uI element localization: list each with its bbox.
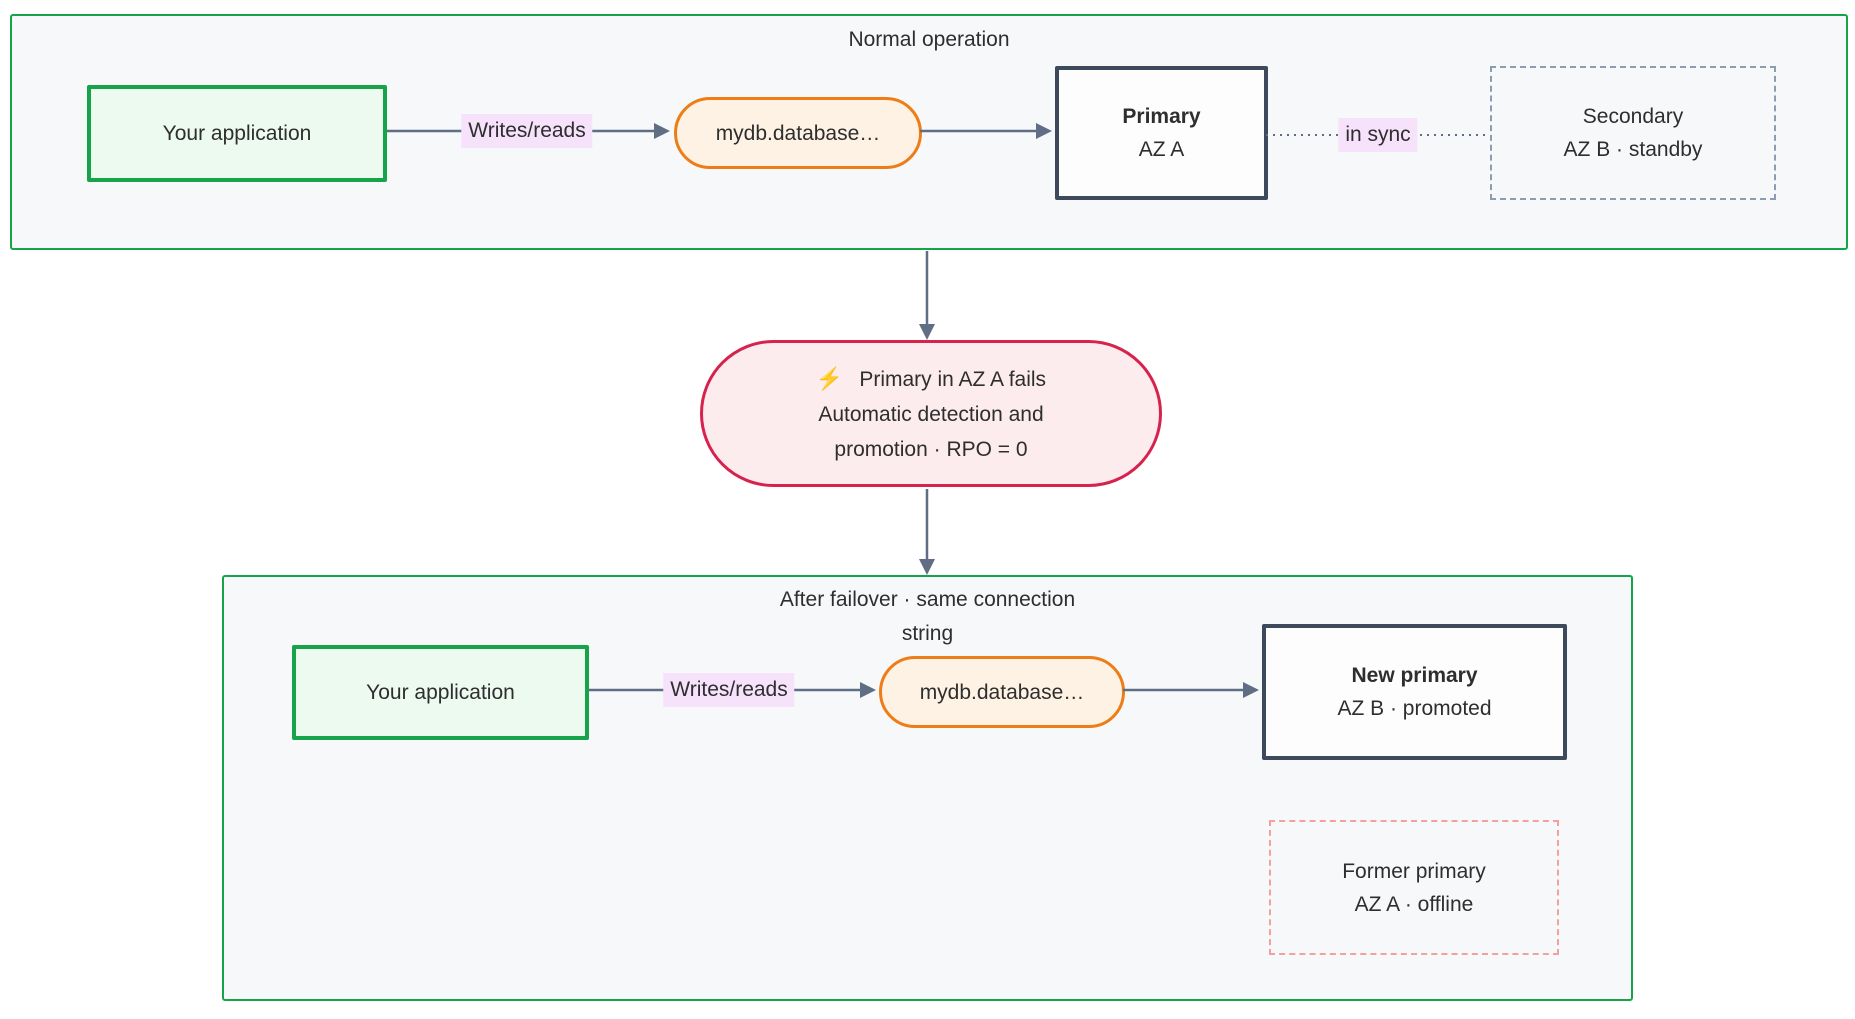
failover-event-line1-text: Primary in AZ A fails: [859, 367, 1047, 391]
after-failover-title-line1: After failover · same connection: [779, 588, 1076, 611]
lightning-bolt-icon: ⚡: [815, 365, 844, 391]
writes-reads-edge-label-after: Writes/reads: [663, 673, 795, 707]
arrowhead-icon: [919, 559, 935, 575]
section-normal-operation: Normal operation Your application mydb.d…: [10, 14, 1848, 250]
dns-endpoint-label: mydb.database…: [715, 121, 881, 145]
failover-event-node: ⚡ Primary in AZ A fails Automatic detecti…: [700, 340, 1162, 487]
primary-title: Primary: [1122, 105, 1201, 128]
primary-subtitle: AZ A: [1138, 138, 1185, 161]
former-primary-subtitle: AZ A · offline: [1354, 892, 1474, 916]
your-application-node: Your application: [87, 85, 387, 182]
former-primary-title: Former primary: [1342, 859, 1486, 883]
dns-endpoint-node-after: mydb.database…: [879, 656, 1125, 728]
your-application-label: Your application: [162, 122, 312, 145]
primary-node: Primary AZ A: [1055, 66, 1268, 200]
your-application-node-after: Your application: [292, 645, 589, 740]
new-primary-subtitle: AZ B · promoted: [1337, 697, 1492, 720]
secondary-subtitle: AZ B · standby: [1563, 138, 1703, 161]
new-primary-node: New primary AZ B · promoted: [1262, 624, 1567, 760]
dns-endpoint-label-after: mydb.database…: [919, 680, 1085, 704]
failover-event-line1: ⚡ Primary in AZ A fails: [816, 361, 1046, 397]
section-normal-operation-title: Normal operation: [848, 28, 1010, 51]
writes-reads-edge-label: Writes/reads: [461, 114, 593, 148]
your-application-label-after: Your application: [366, 681, 515, 704]
arrowhead-icon: [919, 324, 935, 340]
dns-endpoint-node: mydb.database…: [674, 97, 922, 169]
section-after-failover-title: After failover · same connection string: [224, 577, 1631, 651]
failover-event-line2: Automatic detection and: [818, 402, 1044, 426]
former-primary-node: Former primary AZ A · offline: [1269, 820, 1559, 955]
section-after-failover: After failover · same connection string …: [222, 575, 1633, 1001]
secondary-title: Secondary: [1582, 105, 1684, 128]
failover-event-line3: promotion · RPO = 0: [834, 437, 1028, 461]
new-primary-title: New primary: [1351, 664, 1478, 687]
secondary-node: Secondary AZ B · standby: [1490, 66, 1776, 200]
in-sync-edge-label: in sync: [1338, 118, 1418, 152]
after-failover-title-line2: string: [901, 622, 954, 645]
